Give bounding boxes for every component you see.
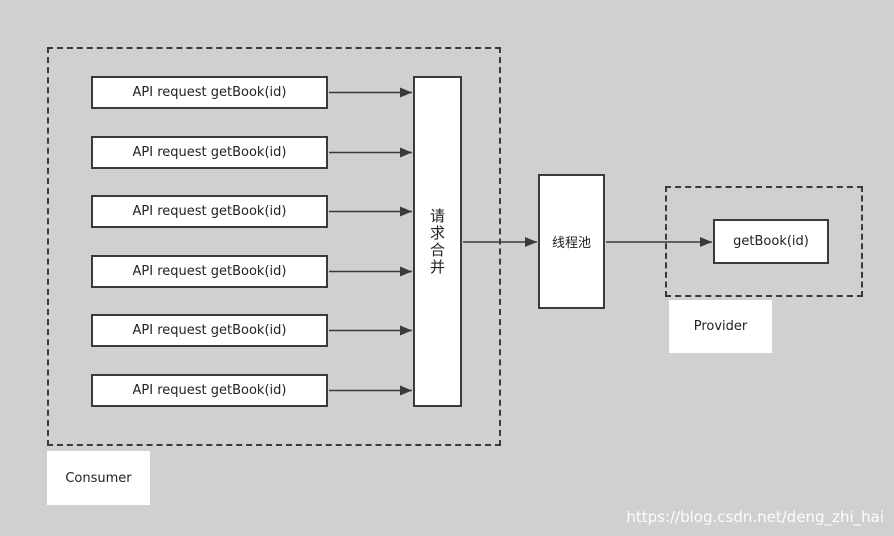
request-box: API request getBook(id) [91, 314, 328, 347]
provider-label-text: Provider [693, 319, 748, 334]
consumer-boundary [47, 47, 501, 446]
request-label: API request getBook(id) [132, 323, 287, 338]
request-label: API request getBook(id) [132, 85, 287, 100]
provider-method-box: getBook(id) [713, 219, 829, 264]
request-box: API request getBook(id) [91, 374, 328, 407]
request-box: API request getBook(id) [91, 76, 328, 109]
thread-pool-label: 线程池 [551, 236, 591, 251]
provider-method-label: getBook(id) [733, 234, 809, 249]
request-merge-label: 请求合并 [428, 207, 446, 276]
request-box: API request getBook(id) [91, 255, 328, 288]
request-label: API request getBook(id) [132, 383, 287, 398]
provider-label: Provider [669, 300, 772, 353]
request-box: API request getBook(id) [91, 195, 328, 228]
request-box: API request getBook(id) [91, 136, 328, 169]
request-label: API request getBook(id) [132, 145, 287, 160]
consumer-label-text: Consumer [65, 470, 132, 486]
request-label: API request getBook(id) [132, 204, 287, 219]
watermark: https://blog.csdn.net/deng_zhi_hai [626, 508, 884, 526]
consumer-label: Consumer [47, 451, 150, 505]
request-label: API request getBook(id) [132, 264, 287, 279]
request-merge-box: 请求合并 [413, 76, 462, 407]
thread-pool-box: 线程池 [538, 174, 605, 309]
